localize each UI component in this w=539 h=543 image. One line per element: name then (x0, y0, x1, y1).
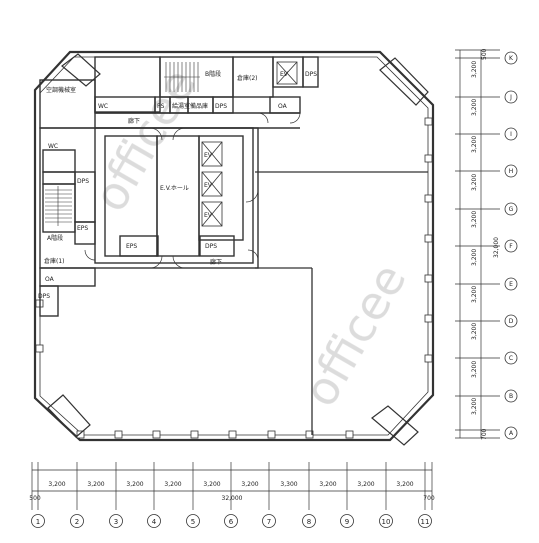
vdim-bottom-offset: 700 (481, 428, 488, 440)
watermark-text-1: officee (83, 60, 207, 221)
label-storage-1: 倉庫(1) (44, 257, 65, 265)
label-dps-bottom: DPS (205, 243, 217, 250)
label-eps-core: EPS (77, 225, 88, 232)
vdim-7: 3,200 (471, 286, 478, 303)
hdim-right-offset: 700 (423, 495, 435, 502)
label-wc-top: WC (98, 103, 108, 110)
row-axis-h: H (509, 168, 514, 175)
vdim-4: 3,200 (471, 174, 478, 191)
row-axis-e: E (509, 281, 513, 288)
row-axis-d: D (509, 318, 514, 325)
row-axis-labels: K J I H G F E D C B A (509, 55, 514, 437)
row-axis-k: K (509, 55, 514, 62)
col-axis-8: 8 (307, 518, 311, 526)
col-axis-4: 4 (152, 518, 157, 526)
stair-b-treads (164, 62, 200, 92)
hdim-2: 3,200 (87, 481, 104, 488)
label-corridor-bottom: 廊下 (210, 258, 222, 266)
col-axis-5: 5 (191, 518, 195, 526)
vdim-8: 3,200 (471, 323, 478, 340)
col-axis-3: 3 (114, 518, 118, 526)
hdim-1: 3,200 (48, 481, 65, 488)
room-labels: 空調機械室 倉庫(2) 倉庫(1) WC WC PS DPS DPS DPS E… (38, 70, 317, 300)
interior-walls (255, 171, 428, 435)
label-ev-1: EV (204, 152, 213, 159)
row-axis-j: J (509, 94, 512, 101)
hdim-5: 3,200 (203, 481, 220, 488)
vertical-dimension-labels: 3,200 3,200 3,200 3,200 3,200 3,200 3,20… (471, 48, 500, 440)
label-dps-core: DPS (77, 178, 89, 185)
vdim-5: 3,200 (471, 211, 478, 228)
label-mechanical-room: 空調機械室 (46, 86, 76, 94)
vdim-9: 3,200 (471, 361, 478, 378)
vdim-6: 3,200 (471, 249, 478, 266)
col-axis-1: 1 (36, 518, 40, 526)
row-axis-markers (504, 51, 518, 440)
vdim-top-offset: 500 (481, 48, 488, 60)
hdim-6: 3,200 (241, 481, 258, 488)
vdim-3: 3,200 (471, 136, 478, 153)
label-dps-top: DPS (215, 103, 227, 110)
vertical-dimension-chain (455, 49, 500, 439)
row-axis-f: F (509, 243, 513, 250)
label-ev-2: EV (204, 182, 213, 189)
hdim-4: 3,200 (164, 481, 181, 488)
hdim-10: 3,200 (396, 481, 413, 488)
hdim-total: 32,000 (222, 495, 243, 502)
label-ev-hall: E.V.ホール (160, 185, 189, 192)
label-supply-room: 備品庫 (190, 102, 208, 110)
label-oa-left: OA (45, 276, 55, 283)
col-axis-2: 2 (75, 518, 79, 526)
column-axis-markers (31, 514, 432, 528)
label-ev-top: EV (280, 71, 289, 78)
label-storage-2: 倉庫(2) (237, 74, 258, 82)
label-wc-left: WC (48, 143, 58, 150)
horizontal-dimension-chain (31, 462, 433, 510)
label-stair-a: A階段 (47, 234, 63, 242)
hdim-3: 3,200 (126, 481, 143, 488)
vdim-10: 3,200 (471, 398, 478, 415)
label-kitchenette: 給湯室 (172, 102, 190, 110)
doors (84, 112, 301, 269)
label-oa-top: OA (278, 103, 288, 110)
hdim-left-offset: 500 (29, 495, 41, 502)
col-axis-10: 10 (382, 518, 391, 526)
stairs (45, 62, 200, 226)
vdim-total: 32,000 (493, 237, 500, 258)
upper-services (39, 56, 319, 129)
row-axis-b: B (509, 393, 513, 400)
row-axis-i: I (510, 131, 512, 138)
core (39, 127, 259, 317)
label-stair-b: B階段 (205, 70, 221, 78)
elevator-shafts (201, 61, 298, 227)
label-corridor-top: 廊下 (128, 117, 140, 125)
vdim-2: 3,200 (471, 99, 478, 116)
label-dps-low: DPS (38, 293, 50, 300)
col-axis-9: 9 (345, 518, 349, 526)
column-axis-labels: 1 2 3 4 5 6 7 8 9 10 11 (36, 518, 430, 526)
hdim-9: 3,200 (357, 481, 374, 488)
label-eps-bottom: EPS (126, 243, 137, 250)
label-ev-3: EV (204, 212, 213, 219)
col-axis-11: 11 (421, 518, 430, 526)
perimeter-columns (35, 117, 433, 439)
horizontal-dimension-labels: 3,200 3,200 3,200 3,200 3,200 3,200 3,30… (29, 481, 435, 502)
label-dps-right: DPS (305, 71, 317, 78)
col-axis-6: 6 (229, 518, 234, 526)
hdim-8: 3,200 (319, 481, 336, 488)
stair-a-treads (45, 186, 72, 226)
vdim-1: 3,200 (471, 61, 478, 78)
row-axis-a: A (509, 430, 514, 437)
row-axis-g: G (509, 206, 514, 213)
hdim-7: 3,300 (280, 481, 297, 488)
row-axis-c: C (509, 355, 513, 362)
label-ps: PS (157, 103, 165, 110)
col-axis-7: 7 (267, 518, 271, 526)
